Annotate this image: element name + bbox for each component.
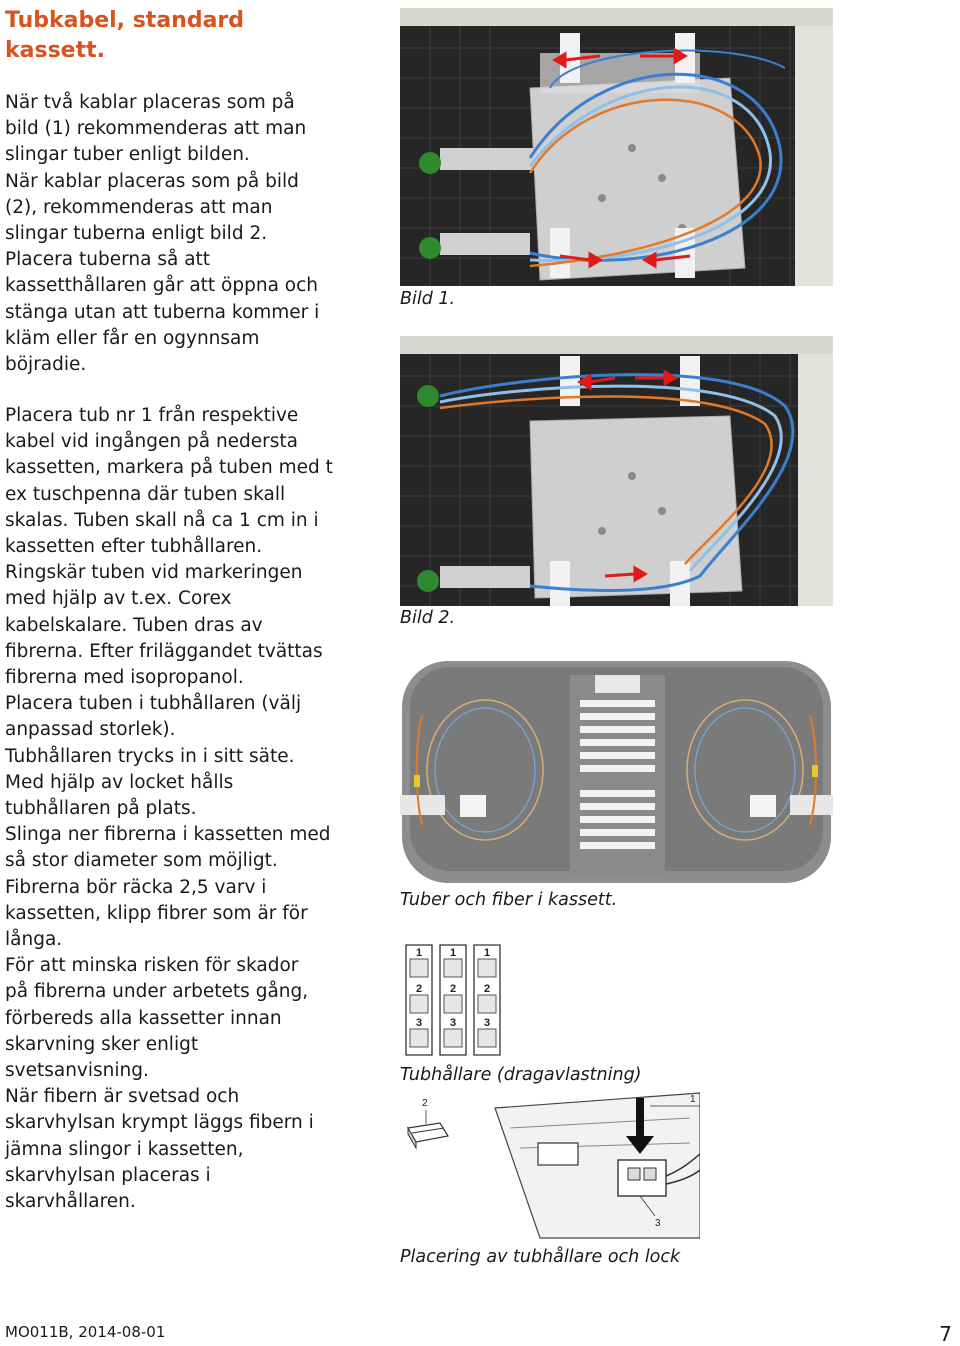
title-line: kassett.	[5, 38, 105, 63]
text-line: Med hjälp av locket hålls	[5, 771, 234, 793]
holder-number: 3	[450, 1017, 456, 1029]
text-line: bild (1) rekommenderas att man	[5, 118, 307, 140]
photo-cassette	[400, 655, 833, 887]
text-line: tubhållaren på plats.	[5, 798, 197, 820]
holder-number: 2	[416, 983, 422, 995]
text-line: För att minska risken för skador	[5, 955, 299, 977]
paragraph-tube-routing: När två kablar placeras som på bild (1) …	[5, 90, 350, 378]
callout-label: 1	[690, 1094, 696, 1105]
text-line: böjradie.	[5, 354, 87, 376]
callout-label: 2	[422, 1098, 428, 1109]
holder-number: 2	[450, 983, 456, 995]
text-line: så stor diameter som möjligt.	[5, 850, 278, 872]
text-line: fibrerna. Efter friläggandet tvättas	[5, 640, 323, 662]
text-line: När kablar placeras som på bild	[5, 170, 299, 192]
caption-tubhallare: Tubhållare (dragavlastning)	[400, 1065, 642, 1085]
text-line: slingar tuber enligt bilden.	[5, 144, 250, 166]
paragraph-procedure: Placera tub nr 1 från respektive kabel v…	[5, 403, 350, 1215]
caption-tuber: Tuber och fiber i kassett.	[400, 890, 618, 910]
text-line: Ringskär tuben vid markeringen	[5, 562, 303, 584]
holder-number: 3	[416, 1017, 422, 1029]
text-line: kassetthållaren går att öppna och	[5, 275, 319, 297]
page-number: 7	[939, 1322, 952, 1346]
text-line: fibrerna med isopropanol.	[5, 667, 244, 689]
text-line: skarvhylsan placeras i	[5, 1164, 211, 1186]
caption-placering: Placering av tubhållare och lock	[400, 1247, 681, 1267]
callout-label: 3	[655, 1218, 661, 1229]
page-title: Tubkabel, standard kassett.	[5, 6, 335, 66]
photo-bild-2	[400, 336, 833, 606]
text-line: Placera tuberna så att	[5, 249, 211, 271]
text-line: När fibern är svetsad och	[5, 1086, 240, 1108]
caption-bild-2: Bild 2.	[400, 608, 456, 628]
text-line: skarvning sker enligt	[5, 1033, 199, 1055]
text-line: skalas. Tuben skall nå ca 1 cm in i	[5, 509, 319, 531]
holder-number: 2	[484, 983, 490, 995]
holder-number: 1	[450, 947, 456, 959]
text-line: kläm eller får en ogynnsam	[5, 327, 260, 349]
text-line: med hjälp av t.ex. Corex	[5, 588, 232, 610]
holder-number: 1	[416, 947, 422, 959]
text-line: kabel vid ingången på nedersta	[5, 431, 299, 453]
text-line: skarvhylsan krympt läggs fibern i	[5, 1112, 314, 1134]
text-line: Placera tub nr 1 från respektive	[5, 405, 299, 426]
text-line: ex tuschpenna där tuben skall	[5, 483, 286, 505]
text-line: slingar tuberna enligt bild 2.	[5, 223, 268, 245]
text-line: Tubhållaren trycks in i sitt säte.	[5, 745, 295, 767]
text-line: kassetten efter tubhållaren.	[5, 536, 263, 558]
title-line: Tubkabel, standard	[5, 8, 245, 33]
text-line: anpassad storlek).	[5, 719, 176, 741]
text-line: Slinga ner fibrerna i kassetten med	[5, 824, 331, 846]
text-line: Fibrerna bör räcka 2,5 varv i	[5, 876, 267, 898]
text-line: När två kablar placeras som på	[5, 92, 295, 113]
text-line: förbereds alla kassetter innan	[5, 1007, 282, 1029]
text-line: (2), rekommenderas att man	[5, 196, 273, 218]
caption-bild-1: Bild 1.	[400, 289, 456, 309]
text-line: skarvhållaren.	[5, 1191, 136, 1213]
text-line: stänga utan att tuberna kommer i	[5, 301, 320, 323]
text-line: kabelskalare. Tuben dras av	[5, 614, 263, 636]
photo-bild-1	[400, 8, 833, 286]
holder-number: 1	[484, 947, 490, 959]
text-line: jämna slingor i kassetten,	[5, 1138, 244, 1160]
holder-number: 3	[484, 1017, 490, 1029]
text-line: kassetten, markera på tuben med t	[5, 457, 333, 479]
text-line: långa.	[5, 929, 63, 951]
drawing-tube-holders: 1 1 1 2 2 2 3 3 3	[400, 937, 510, 1062]
drawing-placement: 1 2 3	[400, 1088, 700, 1243]
text-line: på fibrerna under arbetets gång,	[5, 981, 309, 1003]
text-line: Placera tuben i tubhållaren (välj	[5, 693, 302, 715]
text-line: svetsanvisning.	[5, 1060, 149, 1082]
footer-doc-id: MO011B, 2014-08-01	[5, 1323, 166, 1341]
text-line: kassetten, klipp fibrer som är för	[5, 902, 308, 924]
